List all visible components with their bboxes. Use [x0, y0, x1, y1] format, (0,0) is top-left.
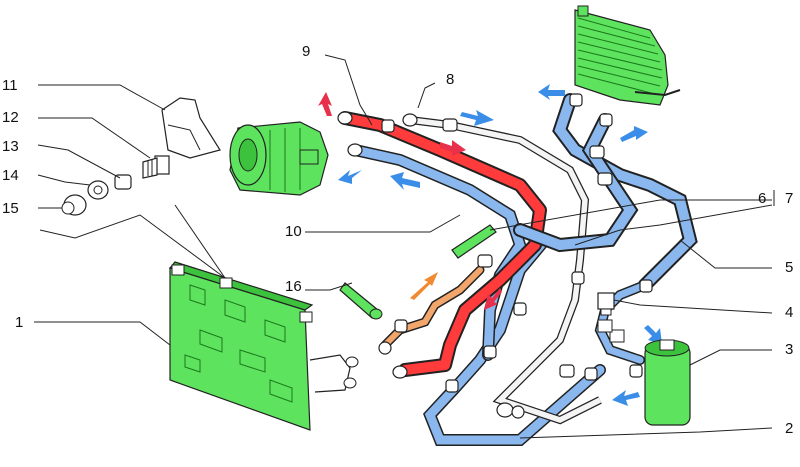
pressure-switch	[597, 292, 625, 343]
callout-8: 8	[446, 71, 454, 88]
flow-arrow-blue	[338, 170, 362, 184]
flow-arrow-blue	[538, 84, 565, 100]
callout-14: 14	[2, 167, 19, 184]
flow-arrows	[318, 84, 662, 406]
flow-arrow-blue	[460, 110, 494, 126]
flow-arrow-red	[484, 288, 502, 310]
leader-lines	[34, 54, 773, 439]
bushing	[61, 194, 87, 216]
flow-arrow-blue	[620, 126, 648, 142]
flow-arrow-blue	[390, 172, 420, 190]
spacer-sleeve	[114, 174, 132, 190]
flow-arrow-red	[440, 140, 466, 156]
flow-arrow-red	[318, 92, 332, 116]
evaporator	[574, 5, 681, 106]
callout-15: 15	[2, 200, 19, 217]
sight-glass-fitting	[451, 224, 497, 259]
condenser	[168, 261, 359, 431]
callout-2: 2	[785, 420, 793, 437]
callout-9: 9	[302, 43, 310, 60]
callout-1: 1	[15, 314, 23, 331]
callout-3: 3	[785, 341, 793, 358]
bolt	[142, 155, 170, 179]
pipe-fittings	[337, 93, 653, 419]
flow-arrow-orange	[410, 272, 438, 300]
callout-5: 5	[785, 259, 793, 276]
flow-arrow-blue	[612, 390, 640, 406]
callout-4: 4	[785, 304, 793, 321]
callout-16: 16	[285, 278, 302, 295]
rubber-grommet	[87, 180, 109, 200]
callout-10: 10	[285, 223, 302, 240]
callout-12: 12	[2, 109, 19, 126]
receiver-drier	[644, 339, 691, 426]
callout-6: 6	[758, 190, 766, 207]
mounting-bracket	[161, 97, 221, 159]
compressor	[229, 121, 329, 196]
pressure-sensor	[339, 282, 383, 320]
callout-11: 11	[2, 77, 18, 94]
flow-arrow-blue	[644, 325, 662, 344]
callout-7: 7	[785, 190, 793, 207]
callout-13: 13	[2, 138, 19, 155]
